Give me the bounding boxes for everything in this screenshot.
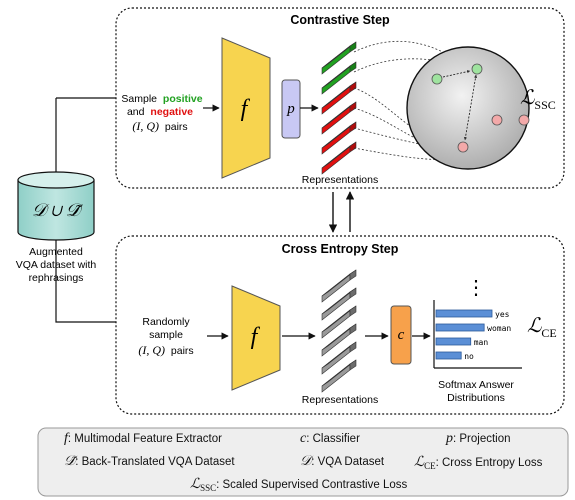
negative-point [491, 114, 503, 126]
positive-representation [321, 61, 357, 95]
embedding-sphere [406, 46, 530, 170]
gray-representation [321, 305, 357, 339]
answer-bar [435, 351, 462, 360]
classifier-symbol: c [398, 327, 405, 343]
negative-representation [321, 101, 357, 135]
ce-input-line1: Randomly [142, 316, 190, 328]
ce-representations-label: Representations [302, 394, 378, 406]
feature-extractor-symbol: f [241, 96, 251, 122]
legend-c: c: Classifier [300, 431, 360, 446]
feature-extractor-block [221, 37, 271, 179]
answer-bar [435, 309, 493, 318]
gray-representation [321, 287, 357, 321]
answer-label: man [474, 338, 489, 347]
legend-f: f: Multimodal Feature Extractor [64, 431, 222, 446]
ce-input-line2: sample [149, 329, 183, 341]
input-negative-label: negative [150, 106, 193, 118]
legend-dtilde: 𝒟̃: Back-Translated VQA Dataset [64, 454, 235, 469]
answer-label: no [464, 352, 474, 361]
svg-text:(I, Q) pairs: (I, Q) pairs [132, 119, 187, 133]
answer-label: yes [495, 310, 510, 319]
ce-representation-stack [321, 269, 357, 393]
answers-ellipsis: ⋮ [466, 277, 486, 299]
ce-input-pairs-math: (I, Q) [138, 343, 165, 357]
ce-loss-label: ℒCE [527, 315, 557, 340]
dataset-label-line3: rephrasings [29, 272, 84, 284]
input-pairs-label: pairs [165, 121, 188, 133]
legend-p: p: Projection [446, 431, 511, 446]
answer-bar [435, 323, 485, 332]
legend-lce: ℒCE: Cross Entropy Loss [414, 455, 543, 471]
negative-point [457, 141, 469, 153]
answer-label: woman [487, 324, 511, 333]
cross-entropy-step-title: Cross Entropy Step [282, 242, 399, 256]
dataset-label-line1: Augmented [29, 246, 83, 258]
negative-point [518, 114, 530, 126]
ce-feature-extractor-block [231, 285, 281, 391]
dataset-cylinder: 𝒟 ∪ 𝒟̃ [17, 97, 116, 323]
ce-feature-extractor-symbol: f [251, 324, 261, 350]
legend-panel [37, 427, 569, 497]
legend-lssc: ℒSSC: Scaled Supervised Contrastive Loss [190, 477, 408, 493]
negative-representation [321, 121, 357, 155]
dataset-label-line2: VQA dataset with [16, 259, 97, 271]
positive-point [471, 63, 483, 75]
projection-symbol: p [286, 101, 295, 117]
negative-representation [321, 81, 357, 115]
svg-text:Sample positive: Sample positive [121, 93, 202, 105]
positive-point [431, 73, 443, 85]
projection-block [281, 79, 301, 139]
contrastive-step-panel: Contrastive Step Sample positive and neg… [115, 7, 565, 189]
contrastive-representations-label: Representations [302, 174, 378, 186]
softmax-label-line1: Softmax Answer [438, 379, 514, 391]
gray-representation [321, 323, 357, 357]
contrastive-step-title: Contrastive Step [290, 13, 390, 27]
input-sample-label: Sample [121, 93, 157, 105]
contrastive-representation-stack [321, 41, 357, 175]
positive-representation [321, 41, 357, 75]
legend-d: 𝒟: VQA Dataset [300, 454, 385, 469]
input-and-label: and [127, 106, 145, 118]
input-positive-label: positive [163, 93, 203, 105]
gray-representation [321, 269, 357, 303]
svg-text:and negative: and negative [127, 106, 193, 118]
cross-entropy-step-panel: Cross Entropy Step Randomly sample (I, Q… [115, 235, 565, 415]
gray-representation [321, 359, 357, 393]
input-pairs-math: (I, Q) [132, 119, 159, 133]
svg-text:(I, Q) pairs: (I, Q) pairs [138, 343, 193, 357]
negative-representation [321, 141, 357, 175]
softmax-label-line2: Distributions [447, 392, 505, 404]
answer-bar [435, 337, 472, 346]
ssc-loss-label: ℒSSC [520, 87, 556, 112]
ce-input-pairs-label: pairs [171, 345, 194, 357]
classifier-block [390, 305, 412, 365]
dataset-symbol: 𝒟 ∪ 𝒟̃ [32, 200, 84, 220]
gray-representation [321, 341, 357, 375]
